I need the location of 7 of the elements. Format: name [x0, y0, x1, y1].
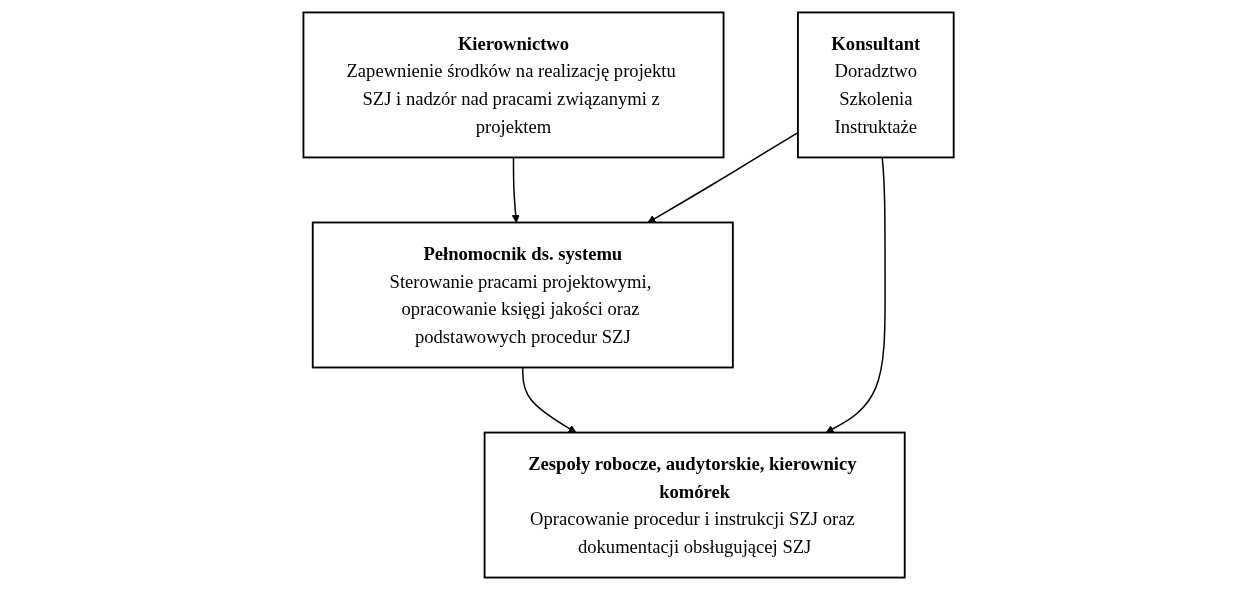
node-box: Konsultant Doradztwo Szkolenia Instruktaże	[796, 11, 955, 159]
node-box: Pełnomocnik ds. systemu Sterowanie pracami projektowymi, opracowanie księgi jakości oraz podstawowych procedur SZJ	[311, 221, 734, 369]
node-box: Zespoły robocze, audytorskie, kierownicy komórek Opracowanie procedur i instrukcji SZJ oraz dokumentacji obsługującej SZJ	[483, 431, 906, 579]
arrow	[511, 156, 520, 223]
arrow	[825, 156, 886, 433]
arrow	[522, 366, 577, 433]
node-box: Kierownictwo Zapewnienie środków na realizację projektu SZJ i nadzór nad pracami związanymi z projektem	[302, 11, 725, 159]
